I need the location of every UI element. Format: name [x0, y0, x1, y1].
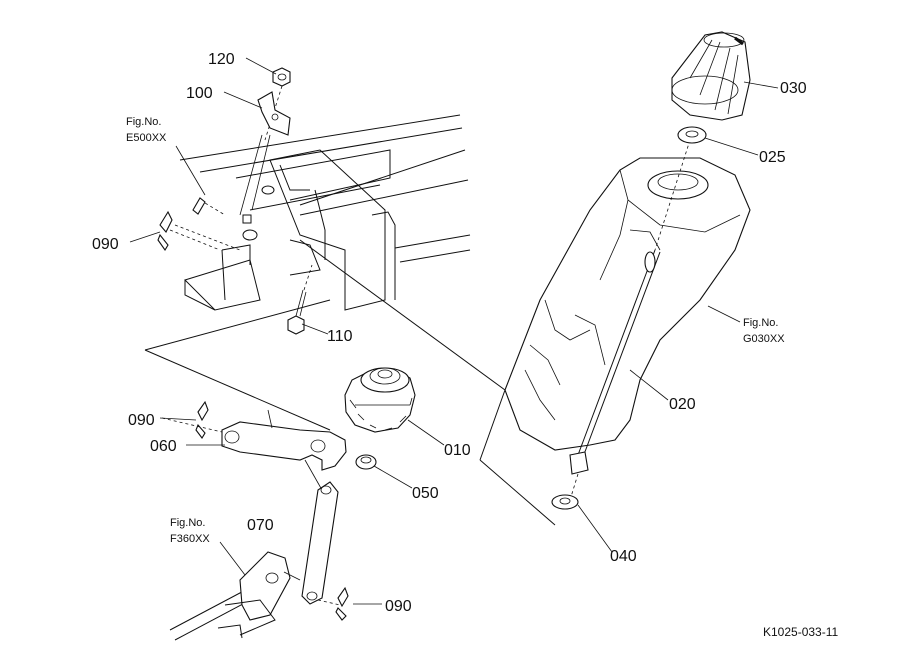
lever-cover-housing: [504, 157, 751, 451]
figure-ref-g030: Fig.No. G030XX: [743, 317, 785, 345]
shift-lever-rod: [569, 139, 691, 501]
callout-100: 100: [186, 85, 213, 102]
callout-040: 040: [610, 548, 637, 565]
figure-ref-f360-line1: Fig.No.: [170, 517, 205, 529]
callout-020: 020: [669, 396, 696, 413]
part-030-knob: [671, 31, 751, 121]
figure-ref-g030-line1: Fig.No.: [743, 317, 778, 329]
callout-090-mid: 090: [128, 412, 155, 429]
callout-060: 060: [150, 438, 177, 455]
part-050-nut: [355, 454, 377, 470]
part-090-mid-cotter-pin: [161, 400, 223, 439]
part-010-gear-assembly: [344, 367, 416, 433]
callout-010: 010: [444, 442, 471, 459]
callout-025: 025: [759, 149, 786, 166]
callout-110: 110: [327, 328, 353, 345]
frame-chassis: [174, 114, 471, 311]
part-060-lever: [221, 409, 347, 491]
part-110-bolt: [287, 264, 313, 335]
lower-linkage: [169, 551, 301, 641]
figure-ref-e500: Fig.No. E500XX: [126, 116, 167, 144]
clip-pin: [192, 197, 206, 215]
leader-lines: [129, 57, 779, 605]
part-070-link: [301, 481, 339, 605]
callout-090-top: 090: [92, 236, 119, 253]
callout-050: 050: [412, 485, 439, 502]
assembly-outline: [144, 239, 556, 526]
callout-120: 120: [208, 51, 235, 68]
part-025-washer: [677, 126, 707, 144]
figure-ref-e500-line2: E500XX: [126, 132, 167, 144]
part-090-bottom-cotter-pin: [317, 586, 349, 621]
part-090-top-cotter-pin: [157, 210, 221, 252]
part-120-nut: [264, 67, 291, 141]
figure-ref-g030-line2: G030XX: [743, 333, 785, 345]
part-100-bracket: [239, 91, 291, 216]
callout-090-bottom: 090: [385, 598, 412, 615]
part-040-washer: [551, 494, 579, 510]
figure-ref-f360: Fig.No. F360XX: [170, 517, 210, 545]
callout-030: 030: [780, 80, 807, 97]
figure-ref-e500-line1: Fig.No.: [126, 116, 161, 128]
callout-070: 070: [247, 517, 274, 534]
figure-ref-f360-line2: F360XX: [170, 533, 210, 545]
drawing-code: K1025-033-11: [763, 625, 838, 639]
